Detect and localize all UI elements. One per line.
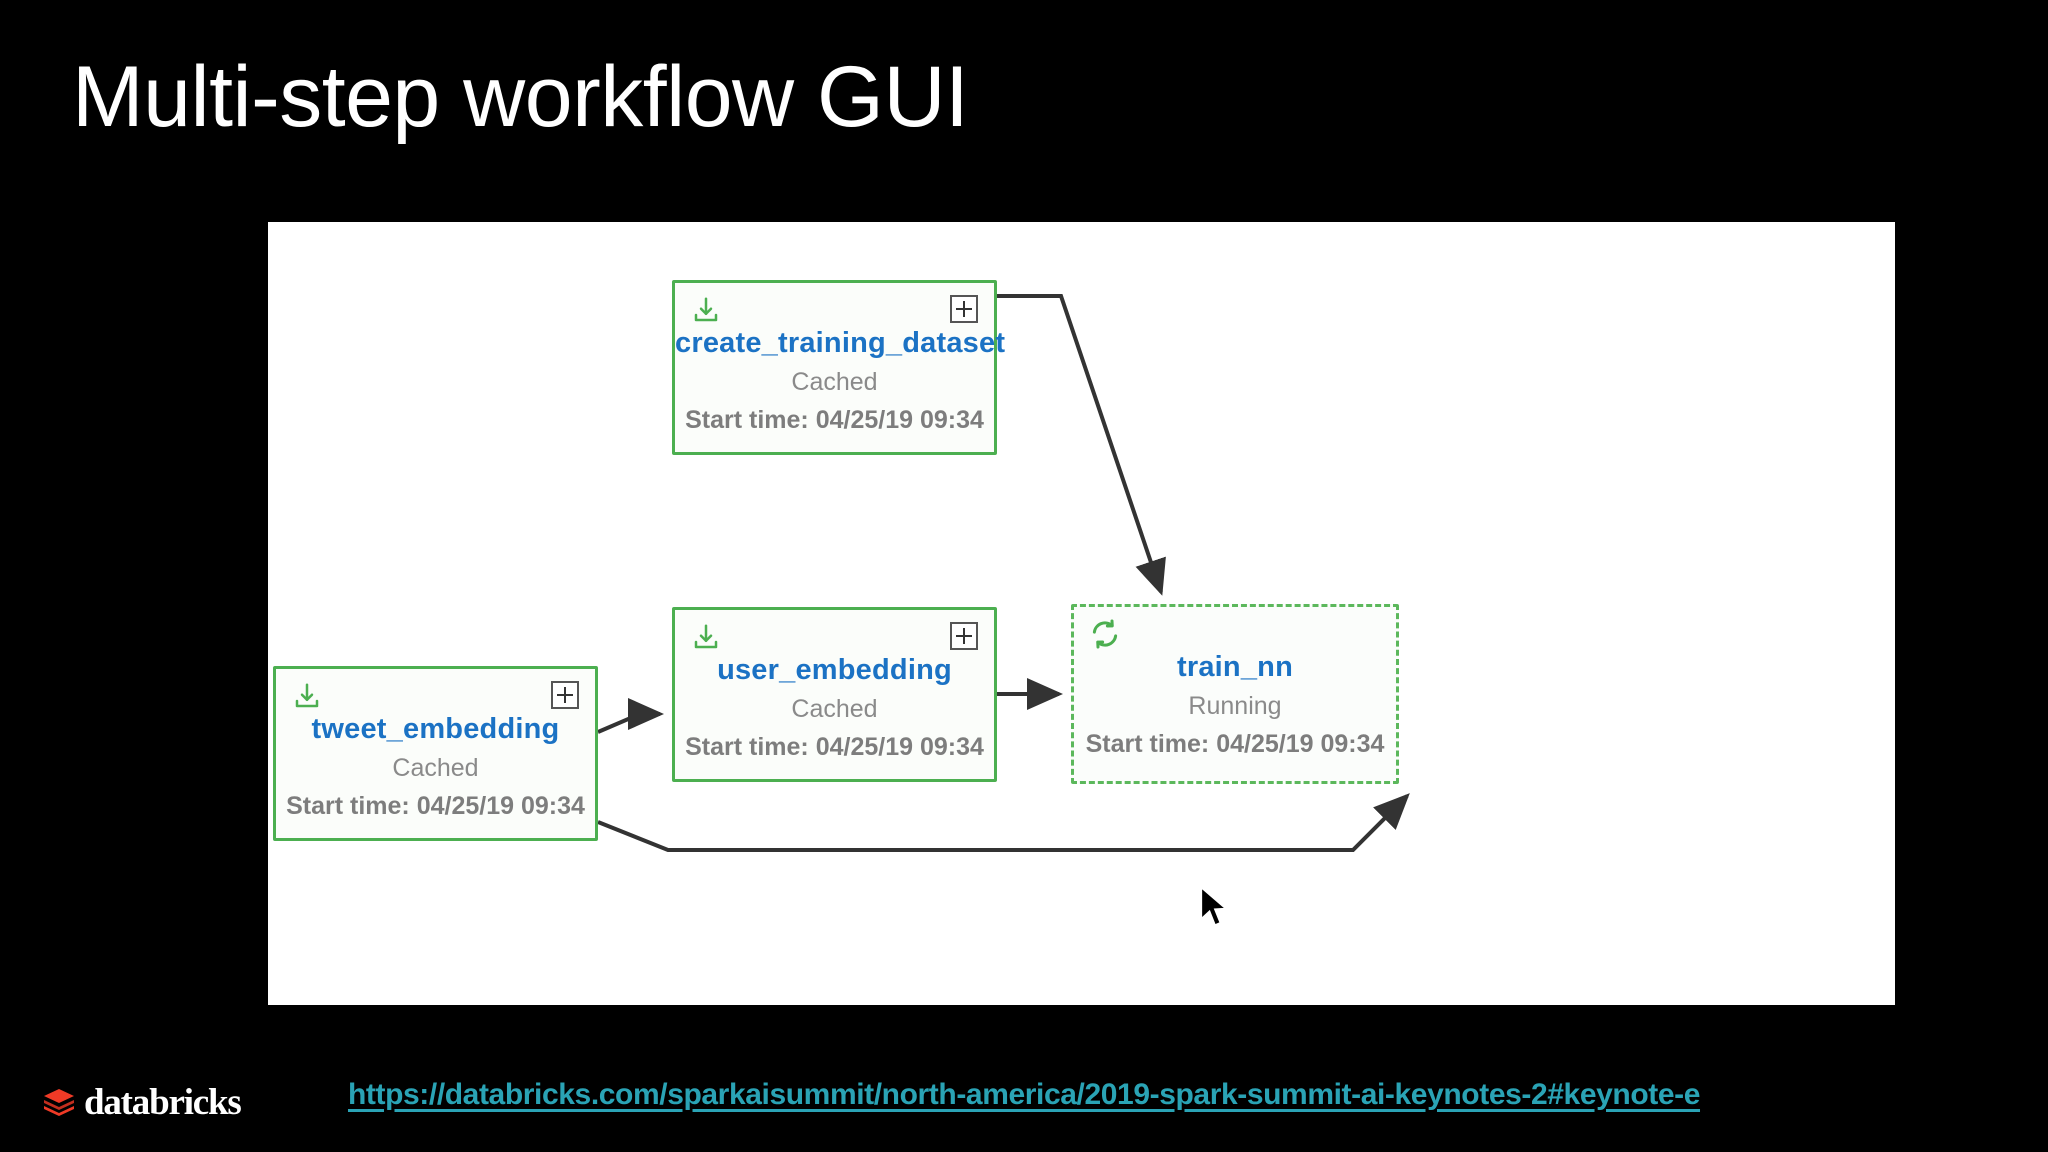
node-body: user_embedding Cached Start time: 04/25/… [675,652,994,763]
node-name: user_embedding [717,654,952,686]
workflow-node-create-training-dataset[interactable]: create_training_dataset Cached Start tim… [672,280,1006,455]
download-icon[interactable] [691,622,721,652]
node-start-time: Start time: 04/25/19 09:34 [286,791,585,820]
workflow-node-tweet-embedding[interactable]: tweet_embedding Cached Start time: 04/25… [273,666,598,841]
node-start-time: Start time: 04/25/19 09:34 [1085,729,1385,758]
node-start-time: Start time: 04/25/19 09:34 [685,405,984,434]
workflow-node-user-embedding[interactable]: user_embedding Cached Start time: 04/25/… [672,607,997,782]
page-title: Multi-step workflow GUI [72,49,969,145]
node-status: Cached [791,368,878,397]
expand-button[interactable] [551,681,579,709]
databricks-wordmark: databricks [84,1082,242,1123]
node-status: Cached [791,695,878,724]
slide-footer [0,1005,2048,1152]
plus-box-icon [557,687,573,703]
workflow-canvas: create_training_dataset Cached Start tim… [268,222,1895,1005]
download-icon[interactable] [292,681,322,711]
node-body: create_training_dataset Cached Start tim… [675,325,1006,436]
node-name: tweet_embedding [311,713,560,745]
expand-button[interactable] [950,295,978,323]
download-icon[interactable] [691,295,721,325]
node-name: train_nn [1177,651,1293,683]
source-url-link[interactable]: https://databricks.com/sparkaisummit/nor… [347,1078,1701,1111]
plus-box-icon [956,301,972,317]
edge-tweet-embedding-to-user-embedding [597,698,664,734]
node-name: create_training_dataset [675,327,1006,359]
edge-tweet-embedding-to-train-nn [597,793,1410,852]
node-body: tweet_embedding Cached Start time: 04/25… [276,711,595,822]
workflow-node-train-nn[interactable]: train_nn Running Start time: 04/25/19 09… [1071,604,1399,784]
node-status: Running [1188,692,1282,721]
refresh-icon[interactable] [1090,619,1120,649]
databricks-mark-icon [42,1086,76,1120]
node-body: train_nn Running Start time: 04/25/19 09… [1074,649,1396,760]
expand-button[interactable] [950,622,978,650]
node-start-time: Start time: 04/25/19 09:34 [685,732,984,761]
plus-box-icon [956,628,972,644]
databricks-logo: databricks [42,1082,242,1123]
node-status: Cached [392,754,479,783]
edge-create-training-dataset-to-train-nn [997,294,1166,596]
